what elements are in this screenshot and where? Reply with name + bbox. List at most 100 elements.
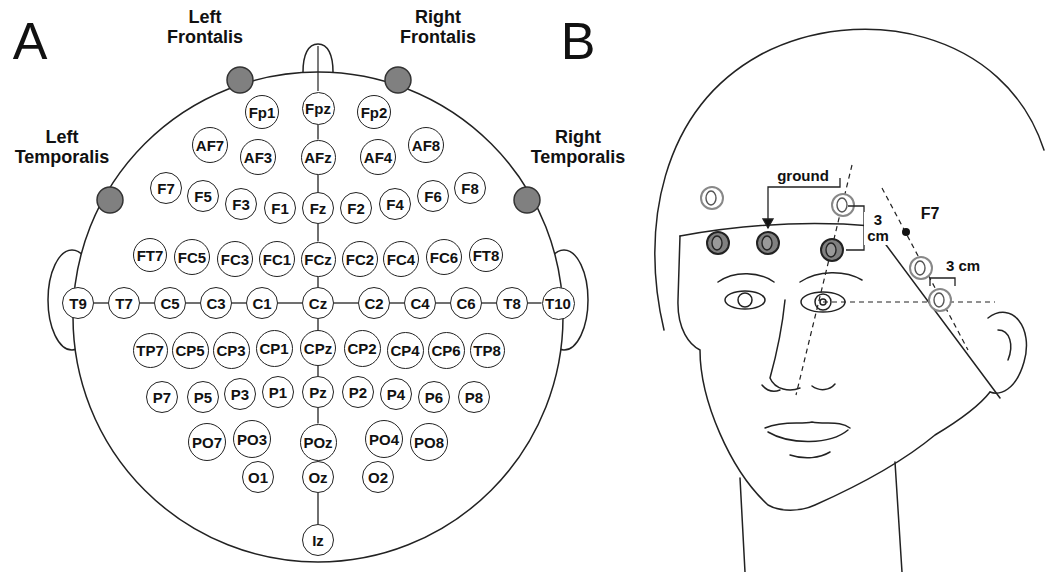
electrode-circle: CPz <box>300 330 336 366</box>
electrode-link <box>317 408 318 424</box>
electrode-circle: FC3 <box>217 241 253 277</box>
electrode-circle: PO8 <box>410 423 448 461</box>
electrode-label: Fp2 <box>361 105 388 120</box>
electrode-circle: F5 <box>187 180 219 212</box>
electrode-label: F1 <box>271 201 289 216</box>
electrode-label: Cz <box>309 296 327 311</box>
electrode-circle: F1 <box>264 192 296 224</box>
electrode-circle: CP2 <box>344 330 381 367</box>
electrode-label: CP5 <box>175 343 204 358</box>
electrode-circle: Fz <box>302 192 334 224</box>
electrode-circle: TP7 <box>133 333 168 368</box>
electrode-circle: AF3 <box>240 139 276 175</box>
electrode-circle: P5 <box>187 381 219 413</box>
electrode-label: AF7 <box>196 138 224 153</box>
electrode-circle: O2 <box>362 461 394 493</box>
electrode-label: CP6 <box>431 343 460 358</box>
electrode-circle: T8 <box>496 287 528 319</box>
electrode-circle: C2 <box>358 287 390 319</box>
electrode-circle: CP1 <box>256 330 293 367</box>
electrode-label: AF8 <box>412 138 440 153</box>
electrode-circle: P8 <box>458 381 490 413</box>
electrode-circle: AF8 <box>408 127 444 163</box>
electrode-circle: F8 <box>454 172 486 204</box>
electrode-label: C3 <box>206 296 225 311</box>
annotation-label: Right Temporalis <box>528 128 628 168</box>
electrode-label: Fpz <box>305 101 331 116</box>
electrode-label: FC4 <box>387 252 415 267</box>
electrode-link <box>317 277 318 288</box>
electrode-circle: CP3 <box>213 332 250 369</box>
electrode-circle: POz <box>300 424 337 461</box>
electrode-label: F7 <box>157 181 175 196</box>
electrode-label: Iz <box>312 533 324 548</box>
electrode-circle: TP8 <box>470 333 505 368</box>
electrode-label: FC2 <box>346 252 374 267</box>
annotation-label: Right Frontalis <box>393 8 483 48</box>
electrode-circle: P7 <box>146 381 178 413</box>
electrode-link <box>390 302 404 303</box>
electrode-label: FC5 <box>178 250 206 265</box>
electrode-link <box>317 493 318 524</box>
electrode-label: POz <box>303 435 332 450</box>
electrode-label: F6 <box>424 189 442 204</box>
electrode-label: Fp1 <box>249 105 276 120</box>
electrode-link <box>278 302 302 303</box>
electrode-label: AF3 <box>244 150 272 165</box>
electrode-link <box>317 175 318 193</box>
annotation-label: F7 <box>919 205 942 223</box>
electrode-label: FC1 <box>263 252 291 267</box>
electrode-link <box>334 302 358 303</box>
electrode-label: CP2 <box>347 341 376 356</box>
electrode-label: FCz <box>304 252 332 267</box>
electrode-label: F2 <box>347 201 365 216</box>
electrode-label: C6 <box>456 296 475 311</box>
electrode-label: AFz <box>304 150 332 165</box>
electrode-label: F8 <box>461 181 479 196</box>
electrode-circle: Iz <box>302 524 334 556</box>
electrode-circle: F3 <box>225 188 257 220</box>
panel-letter: A <box>13 13 48 70</box>
electrode-circle: CP6 <box>428 332 465 369</box>
electrode-label: C2 <box>364 296 383 311</box>
electrode-circle: AFz <box>301 140 336 175</box>
electrode-circle: F7 <box>150 172 182 204</box>
electrode-circle: F2 <box>340 192 372 224</box>
annotation-label: 3 cm <box>864 212 892 245</box>
electrode-circle: Fp1 <box>245 95 279 129</box>
electrode-circle: F4 <box>379 188 411 220</box>
electrode-label: F5 <box>194 189 212 204</box>
electrode-link <box>186 302 200 303</box>
annotation-label: ground <box>775 168 831 185</box>
electrode-circle: C1 <box>246 287 278 319</box>
electrode-circle: FC2 <box>342 241 378 277</box>
annotation-label: Left Frontalis <box>160 8 250 48</box>
electrode-circle: Oz <box>302 461 334 493</box>
electrode-circle: P4 <box>380 378 412 410</box>
electrode-circle: Cz <box>302 287 334 319</box>
electrode-label: PO7 <box>192 435 222 450</box>
electrode-label: P7 <box>153 390 171 405</box>
electrode-label: C4 <box>410 296 429 311</box>
electrode-circle: FC6 <box>426 239 462 275</box>
electrode-link <box>436 302 450 303</box>
electrode-circle: C3 <box>200 287 232 319</box>
electrode-circle: C6 <box>450 287 482 319</box>
electrode-link <box>140 302 154 303</box>
electrode-label: C5 <box>160 296 179 311</box>
electrode-label: AF4 <box>364 150 392 165</box>
electrode-circle: PO4 <box>365 420 403 458</box>
electrode-label: PO8 <box>414 435 444 450</box>
electrode-circle: T10 <box>542 287 575 320</box>
electrode-circle: FT8 <box>469 238 503 272</box>
electrode-circle: AF7 <box>192 127 228 163</box>
electrode-link <box>94 302 108 303</box>
electrode-circle: C4 <box>404 287 436 319</box>
electrode-label: FC3 <box>221 252 249 267</box>
annotation-label: Left Temporalis <box>12 128 112 168</box>
electrode-label: O1 <box>248 470 268 485</box>
electrode-circle: FC4 <box>383 241 419 277</box>
